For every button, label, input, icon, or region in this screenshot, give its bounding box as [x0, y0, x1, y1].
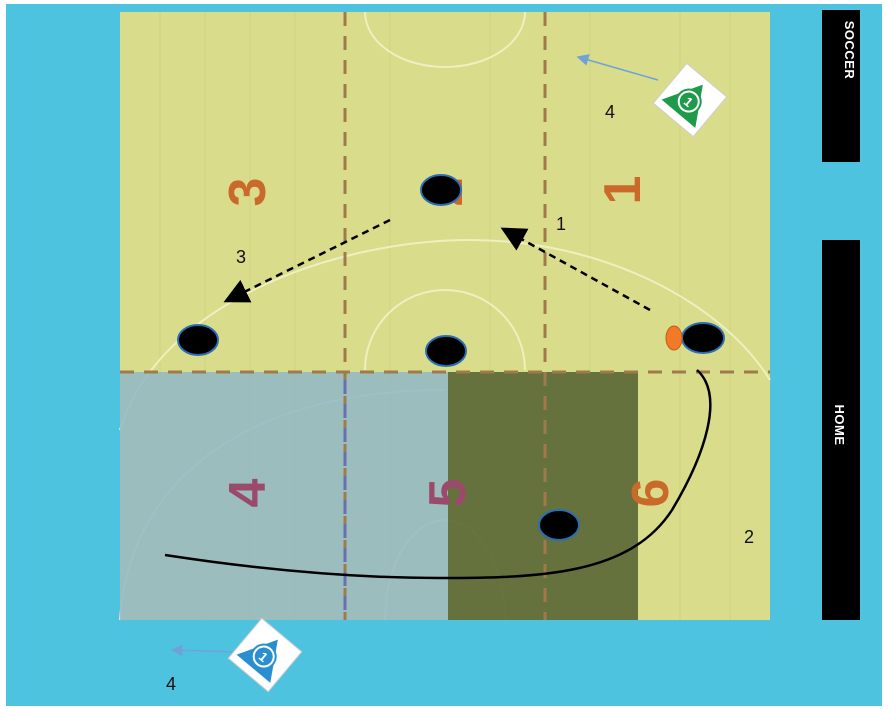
- zone-3-label: 3: [219, 178, 277, 207]
- player-4: [178, 325, 218, 355]
- zone-6-label: 6: [622, 479, 680, 508]
- player-3: [426, 336, 466, 366]
- step-1-label: 1: [556, 214, 566, 234]
- player-2: [421, 175, 461, 205]
- zone-1-label: 1: [594, 176, 652, 205]
- zone-4-label: 4: [219, 478, 277, 507]
- zone-shade-light: [120, 372, 448, 620]
- ball: [666, 326, 682, 350]
- player-6: [539, 510, 579, 540]
- step-4-top-label: 4: [605, 102, 615, 122]
- zone-5-label: 5: [419, 479, 477, 508]
- step-4-bottom-label: 4: [166, 674, 176, 694]
- side-panel-top-label: SOCCER: [842, 21, 857, 80]
- player-1: [682, 323, 724, 353]
- step-3-label: 3: [236, 247, 246, 267]
- step-2-label: 2: [744, 527, 754, 547]
- side-panel-home-label: HOME: [832, 405, 847, 446]
